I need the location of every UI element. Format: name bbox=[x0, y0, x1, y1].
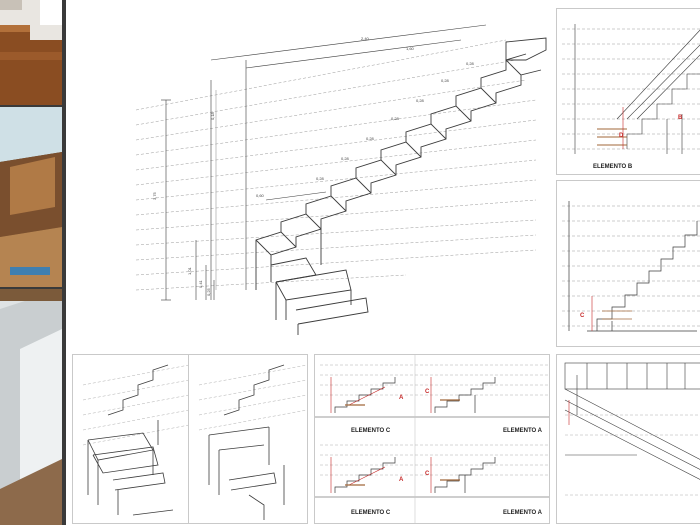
photo-strip bbox=[0, 0, 66, 525]
panel-elevation-c: C bbox=[556, 180, 700, 347]
panel-elemento-b: B D ELEMENTO B bbox=[556, 8, 700, 175]
dim-tread-6: 0,28 bbox=[441, 78, 450, 83]
dim-tread: 0,28 bbox=[316, 176, 325, 181]
dim-tread-7: 0,28 bbox=[466, 61, 475, 66]
letter-a-top: A bbox=[399, 395, 404, 401]
letter-a-bottom: A bbox=[399, 477, 404, 483]
dim-mid-width: 0,60 bbox=[256, 193, 265, 198]
dim-tread-4: 0,28 bbox=[391, 116, 400, 121]
dim-upper-width: 1,60 bbox=[406, 46, 415, 51]
dim-total-width: 2,40 bbox=[361, 36, 370, 41]
main-axonometric-drawing: 2,40 1,60 0,60 3,75 1,01 0,41 0,25 0,28 … bbox=[106, 20, 556, 340]
label-elemento-b: ELEMENTO B bbox=[593, 164, 633, 170]
letter-d: D bbox=[619, 133, 624, 139]
dim-height: 3,75 bbox=[152, 191, 157, 200]
panel-elementi-c-a: A C A C ELEMENTO C ELEMENTO A ELEMENTO C… bbox=[314, 354, 550, 524]
dim-tread-2: 0,28 bbox=[341, 156, 350, 161]
photo-stair-white bbox=[0, 289, 62, 525]
letter-c-bottom: C bbox=[425, 471, 430, 477]
dim-lower-1: 1,01 bbox=[187, 266, 192, 275]
photo-stair-close bbox=[0, 107, 62, 287]
dim-riser: 0,18 bbox=[210, 111, 215, 120]
label-elemento-c-bottom: ELEMENTO C bbox=[351, 510, 391, 516]
dim-tread-5: 0,28 bbox=[416, 98, 425, 103]
letter-c-mid: C bbox=[580, 313, 585, 319]
letter-b: B bbox=[678, 115, 683, 121]
letter-c-top: C bbox=[425, 389, 430, 395]
photo-wood-steps bbox=[0, 0, 62, 105]
label-elemento-a-bottom: ELEMENTO A bbox=[503, 510, 543, 516]
drawing-sheet: 2,40 1,60 0,60 3,75 1,01 0,41 0,25 0,28 … bbox=[66, 0, 700, 525]
dim-lower-3: 0,25 bbox=[206, 287, 211, 296]
dim-lower-2: 0,41 bbox=[198, 279, 203, 288]
panel-plan-section bbox=[556, 354, 700, 524]
label-elemento-a-top: ELEMENTO A bbox=[503, 428, 543, 434]
dim-tread-3: 0,28 bbox=[366, 136, 375, 141]
label-elemento-c-top: ELEMENTO C bbox=[351, 428, 391, 434]
panel-axo-detail-2 bbox=[188, 354, 308, 524]
panel-axo-detail-1 bbox=[72, 354, 190, 524]
